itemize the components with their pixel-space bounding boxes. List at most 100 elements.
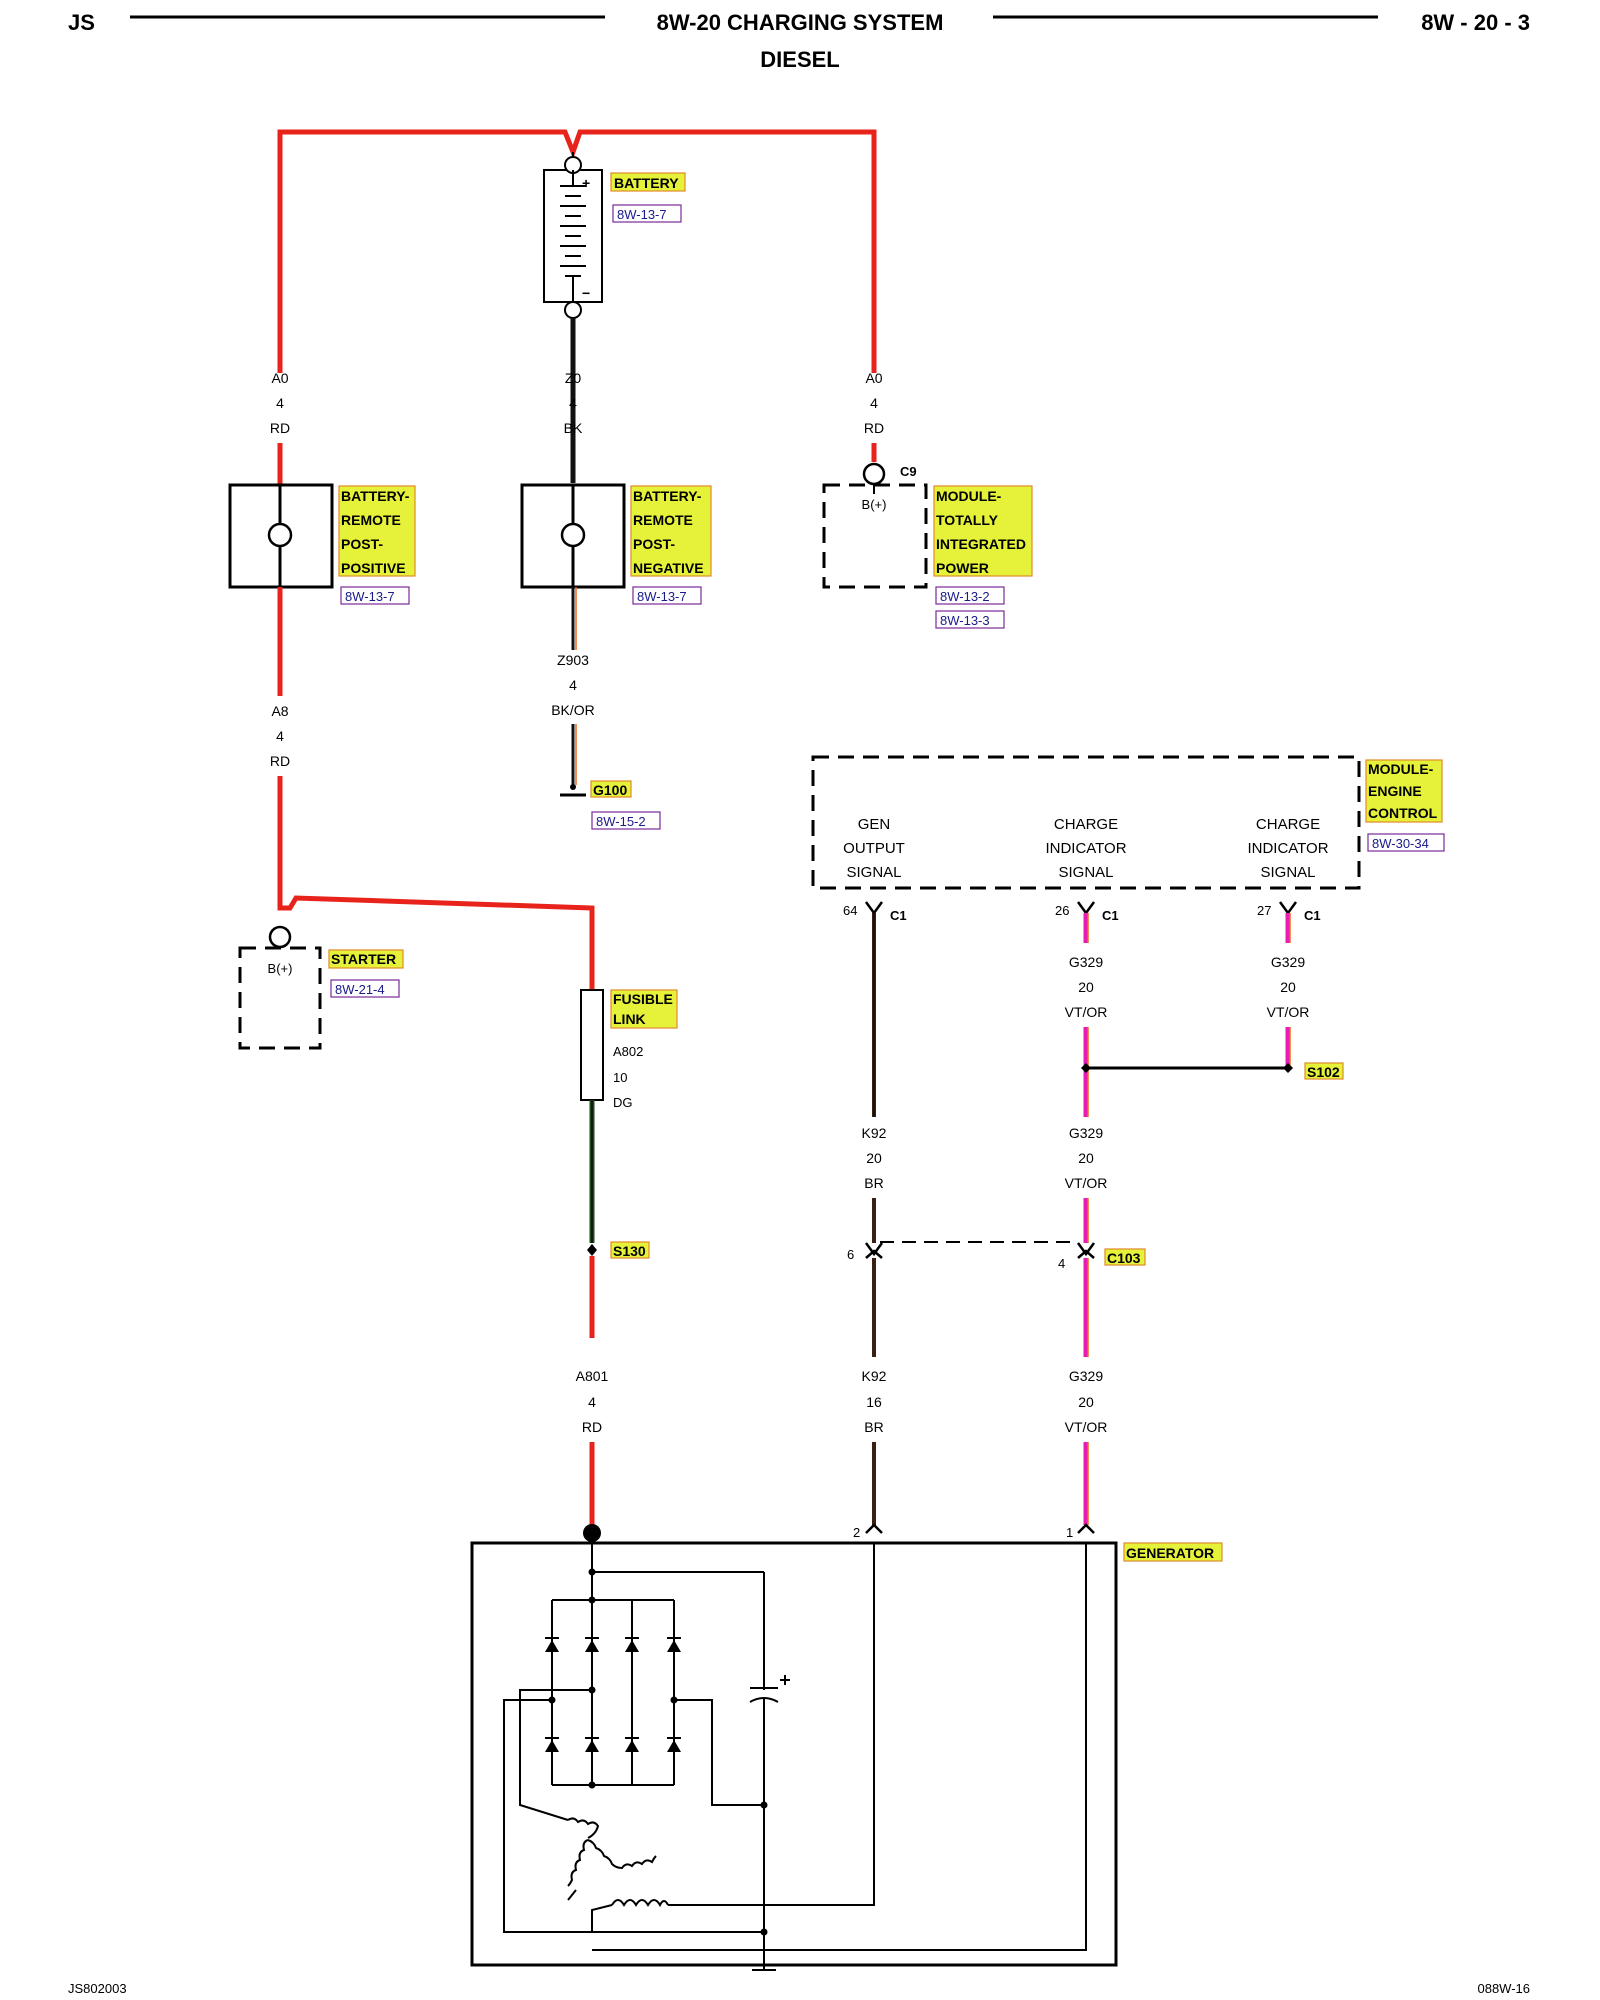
wire-a0-left-circuit: A0 <box>271 370 288 386</box>
footer-left: JS802003 <box>68 1981 127 1996</box>
wire-g329-ecm26-circuit: G329 <box>1069 954 1103 970</box>
c103-label: C103 <box>1107 1250 1141 1266</box>
ecm-label-2: ENGINE <box>1368 783 1422 799</box>
ground-symbol <box>560 784 586 797</box>
starter-ref[interactable]: 8W-21-4 <box>335 982 385 997</box>
wire-g329-lower-circuit: G329 <box>1069 1368 1103 1384</box>
stator-windings <box>567 1817 657 1901</box>
ecm-module-box <box>811 755 1361 890</box>
wire-g329-ecm27-color: VT/OR <box>1267 1004 1310 1020</box>
battery-plus-sign: + <box>582 175 590 191</box>
c103-label-highlight <box>1104 1248 1146 1266</box>
wire-g329-ecm26-gauge: 20 <box>1078 979 1094 995</box>
page-title: 8W-20 CHARGING SYSTEM <box>657 10 944 35</box>
ecm-signal-1-line-2: OUTPUT <box>843 840 905 857</box>
page-subtitle: DIESEL <box>760 47 839 72</box>
wire-k92-lower-color: BR <box>864 1419 883 1435</box>
ecm-pin-64-connector <box>864 901 884 916</box>
generator-pin-2: 2 <box>853 1525 860 1540</box>
generator-box <box>470 1541 1118 1967</box>
battery-ref[interactable]: 8W-13-7 <box>617 207 667 222</box>
ecm-label-3: CONTROL <box>1368 805 1438 821</box>
field-winding <box>611 1899 669 1908</box>
starter-label: STARTER <box>331 951 396 967</box>
s130-label: S130 <box>613 1243 646 1259</box>
c103-pin-6-female <box>864 1242 884 1257</box>
ecm-signal-2-line-1: CHARGE <box>1054 816 1118 833</box>
wire-a802-color: DG <box>613 1095 633 1110</box>
starter-ref-box <box>330 979 400 998</box>
wire-a8-circuit: A8 <box>271 703 288 719</box>
ecm-signal-1-line-1: GEN <box>858 816 891 833</box>
tipm-label-1: MODULE- <box>936 488 1002 504</box>
wire-a8-color: RD <box>270 753 290 769</box>
wire-a802-gauge: 10 <box>613 1070 627 1085</box>
tipm-label-highlight <box>933 485 1033 577</box>
wire-a0-left-color: RD <box>270 420 290 436</box>
ecm-c1-label-2: C1 <box>1102 908 1119 923</box>
ecm-label-1: MODULE- <box>1368 761 1434 777</box>
page-number: 8W - 20 - 3 <box>1421 10 1530 35</box>
footer-right: 088W-16 <box>1477 1981 1530 1996</box>
battery-ref-box <box>612 204 682 223</box>
tipm-pin-c9 <box>862 462 886 486</box>
remote-neg-label-1: BATTERY- <box>633 488 702 504</box>
wire-g329-mid-color: VT/OR <box>1065 1175 1108 1191</box>
remote-neg-ref-box <box>632 586 702 605</box>
ecm-signal-2-line-3: SIGNAL <box>1058 864 1113 881</box>
c103-pin-4: 4 <box>1058 1256 1065 1271</box>
ground-ref[interactable]: 8W-15-2 <box>596 814 646 829</box>
tipm-ref-2[interactable]: 8W-13-3 <box>940 613 990 628</box>
wire-z903-color: BK/OR <box>551 702 595 718</box>
ground-ref-box <box>591 811 661 830</box>
generator-pin-1-connector <box>1077 1523 1095 1534</box>
ecm-label-highlight <box>1365 759 1443 823</box>
c103-pin-4-female <box>1076 1242 1096 1257</box>
s102-label-highlight <box>1304 1062 1344 1080</box>
remote-pos-ref-box <box>340 586 410 605</box>
c103-pin-6: 6 <box>847 1247 854 1262</box>
tipm-label-4: POWER <box>936 560 989 576</box>
remote-pos-label-2: REMOTE <box>341 512 401 528</box>
remote-neg-ref[interactable]: 8W-13-7 <box>637 589 687 604</box>
battery-symbol <box>543 152 603 319</box>
tipm-ref-1[interactable]: 8W-13-2 <box>940 589 990 604</box>
wire-z0-circuit: Z0 <box>565 370 582 386</box>
ecm-signal-3-line-1: CHARGE <box>1256 816 1320 833</box>
fusible-label-1: FUSIBLE <box>613 991 673 1007</box>
wire-g329-mid-gauge: 20 <box>1078 1150 1094 1166</box>
splice-s102-left <box>1081 1063 1091 1073</box>
wire-a0-right-gauge: 4 <box>870 395 878 411</box>
battery-label: BATTERY <box>614 175 679 191</box>
ecm-signal-3-line-2: INDICATOR <box>1247 840 1328 857</box>
splice-s102 <box>1283 1063 1293 1073</box>
ecm-pin-26-connector <box>1076 901 1096 916</box>
starter-pin <box>268 925 292 949</box>
fusible-label-highlight <box>610 989 678 1029</box>
ecm-pin-26: 26 <box>1055 903 1069 918</box>
splice-s130 <box>587 1244 597 1256</box>
ecm-ref[interactable]: 8W-30-34 <box>1372 836 1429 851</box>
remote-neg-label-2: REMOTE <box>633 512 693 528</box>
wire-g329-ecm26-color: VT/OR <box>1065 1004 1108 1020</box>
generator-pin-1: 1 <box>1066 1525 1073 1540</box>
wire-g329-lower-gauge: 20 <box>1078 1394 1094 1410</box>
wire-a8-lower <box>277 776 595 990</box>
wire-z0-color: BK <box>564 420 583 436</box>
tipm-connector-label: C9 <box>900 464 917 479</box>
tipm-pin-label: B(+) <box>862 497 887 512</box>
fusible-label-2: LINK <box>613 1011 646 1027</box>
fusible-link-symbol <box>580 989 604 1101</box>
remote-pos-label-highlight <box>338 485 416 577</box>
wire-z0-gauge: 4 <box>569 395 577 411</box>
wire-g329-ecm27-gauge: 20 <box>1280 979 1296 995</box>
remote-pos-ref[interactable]: 8W-13-7 <box>345 589 395 604</box>
remote-post-negative-symbol <box>520 483 626 589</box>
wire-g329-lower-color: VT/OR <box>1065 1419 1108 1435</box>
generator-internal-circuit <box>503 1533 1087 1971</box>
ecm-pin-27-connector <box>1278 901 1298 916</box>
junction-dots <box>548 1568 768 1936</box>
wire-a0-right-circuit: A0 <box>865 370 882 386</box>
